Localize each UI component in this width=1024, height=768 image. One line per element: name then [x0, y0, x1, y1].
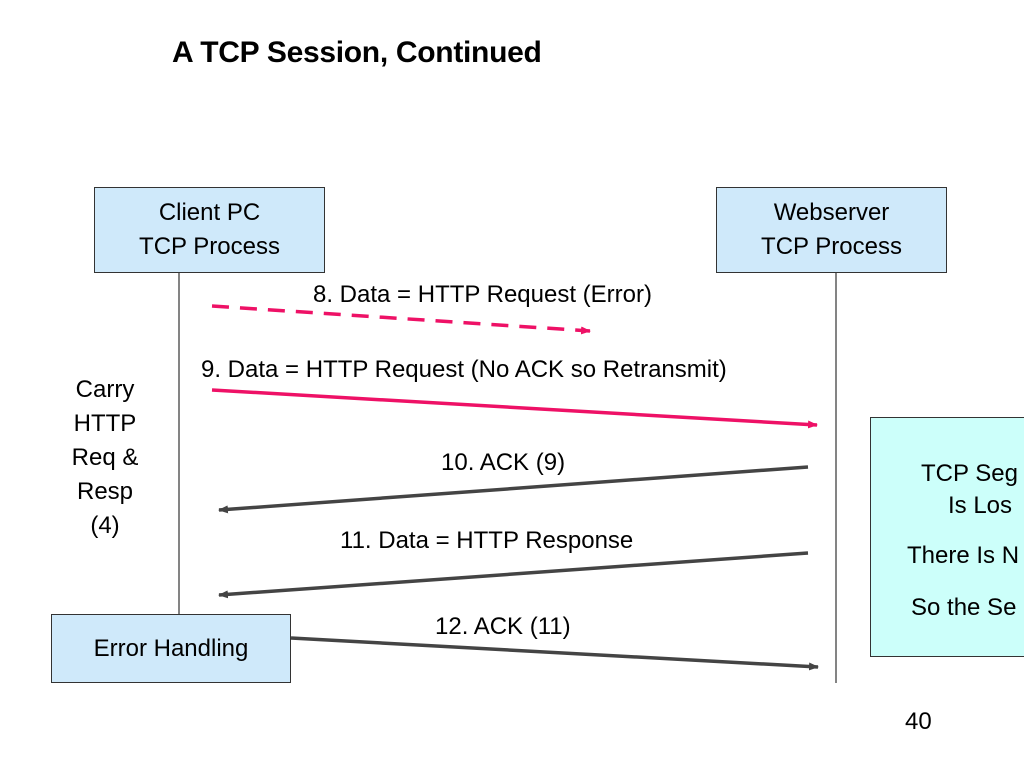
callout-box: TCP Seg Is Los There Is N So the Se	[870, 417, 1024, 657]
side-note-line: Req &	[71, 444, 139, 471]
side-note-line: (4)	[90, 512, 120, 539]
message-label-12: 12. ACK (11)	[435, 613, 571, 640]
arrow-msg-10	[218, 465, 809, 514]
error-handling-box: Error Handling	[51, 614, 291, 683]
side-note: Carry HTTP Req & Resp (4)	[60, 373, 150, 543]
client-box-line1: Client PC	[158, 199, 261, 226]
arrow-msg-12	[290, 636, 819, 671]
server-box-line1: Webserver	[773, 199, 890, 226]
server-box-line2: TCP Process	[761, 233, 902, 260]
message-label-10: 10. ACK (9)	[441, 449, 566, 476]
error-handling-label: Error Handling	[93, 634, 249, 662]
callout-line: TCP Seg	[921, 460, 1018, 487]
arrow-msg-11	[218, 551, 809, 599]
message-label-11: 11. Data = HTTP Response	[340, 527, 634, 554]
client-process-box: Client PC TCP Process	[94, 187, 325, 273]
side-note-line: HTTP	[73, 410, 137, 437]
client-box-line2: TCP Process	[139, 233, 280, 260]
callout-line: So the Se	[911, 594, 1017, 621]
page-number: 40	[905, 708, 932, 735]
callout-line: There Is N	[907, 542, 1020, 569]
callout-line: Is Los	[948, 492, 1013, 519]
side-note-line: Carry	[75, 376, 135, 403]
side-note-line: Resp	[76, 478, 134, 505]
arrow-msg-9	[211, 388, 818, 429]
arrow-msg-8	[211, 304, 591, 335]
message-label-9: 9. Data = HTTP Request (No ACK so Retran…	[201, 356, 727, 383]
message-label-8: 8. Data = HTTP Request (Error)	[313, 281, 652, 308]
slide-title: A TCP Session, Continued	[172, 36, 542, 69]
server-process-box: Webserver TCP Process	[716, 187, 947, 273]
